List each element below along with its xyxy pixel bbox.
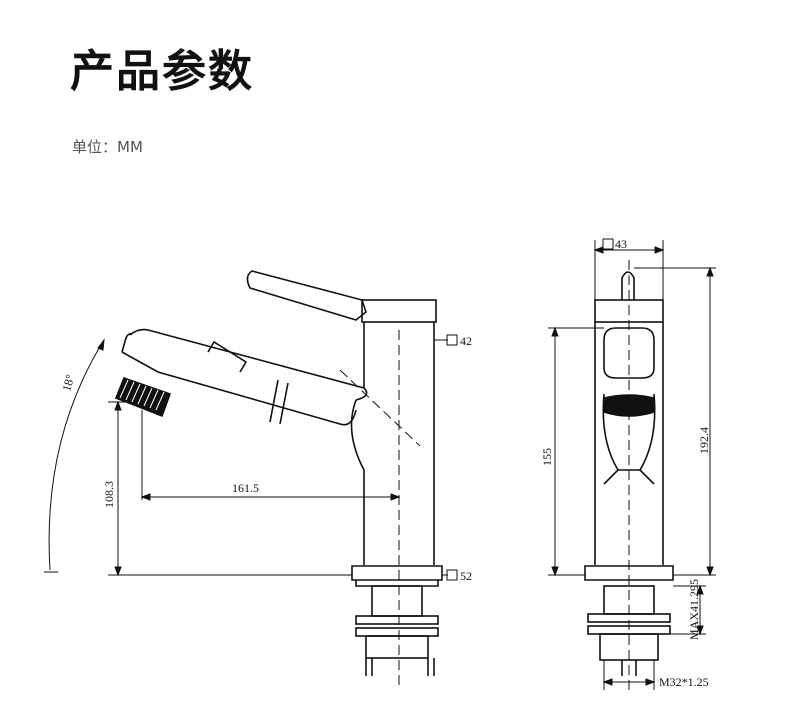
dimension-angle xyxy=(44,338,105,573)
label-top-width: 43 xyxy=(615,237,627,251)
front-lever xyxy=(621,271,635,300)
dimension-body-height xyxy=(548,326,604,577)
front-aerator xyxy=(603,394,655,417)
dimension-top-width xyxy=(593,238,665,300)
label-spout-reach: 161.5 xyxy=(232,481,259,495)
label-total-height: 192.4 xyxy=(697,427,711,454)
label-max-thickness: MAX41.295 xyxy=(687,579,701,640)
label-base-width: 52 xyxy=(460,569,472,583)
label-body-width: 42 xyxy=(460,334,472,348)
mounting-shank xyxy=(355,585,439,676)
base-plate xyxy=(351,565,443,587)
pull-out-spout xyxy=(121,328,365,426)
page-title: 产品参数 xyxy=(70,46,254,97)
dimension-thread xyxy=(602,660,656,690)
dimension-total-height xyxy=(634,266,716,577)
unit-label: 单位：MM xyxy=(72,138,143,156)
aerator-knurled-head xyxy=(114,376,172,418)
front-body xyxy=(594,322,664,565)
label-body-height: 155 xyxy=(540,448,554,466)
front-view xyxy=(548,238,716,690)
lever-handle xyxy=(246,270,437,323)
dimension-max-thickness xyxy=(670,584,706,636)
label-angle: 18° xyxy=(59,373,77,393)
dimension-spout-height xyxy=(108,400,352,577)
dimension-square-markers xyxy=(434,334,458,581)
faucet-body xyxy=(350,322,435,565)
dimension-spout-reach xyxy=(140,410,401,501)
label-spout-height: 108.3 xyxy=(102,481,116,508)
side-view xyxy=(44,270,458,690)
label-thread: M32*1.25 xyxy=(659,675,709,689)
center-lines xyxy=(339,330,421,690)
